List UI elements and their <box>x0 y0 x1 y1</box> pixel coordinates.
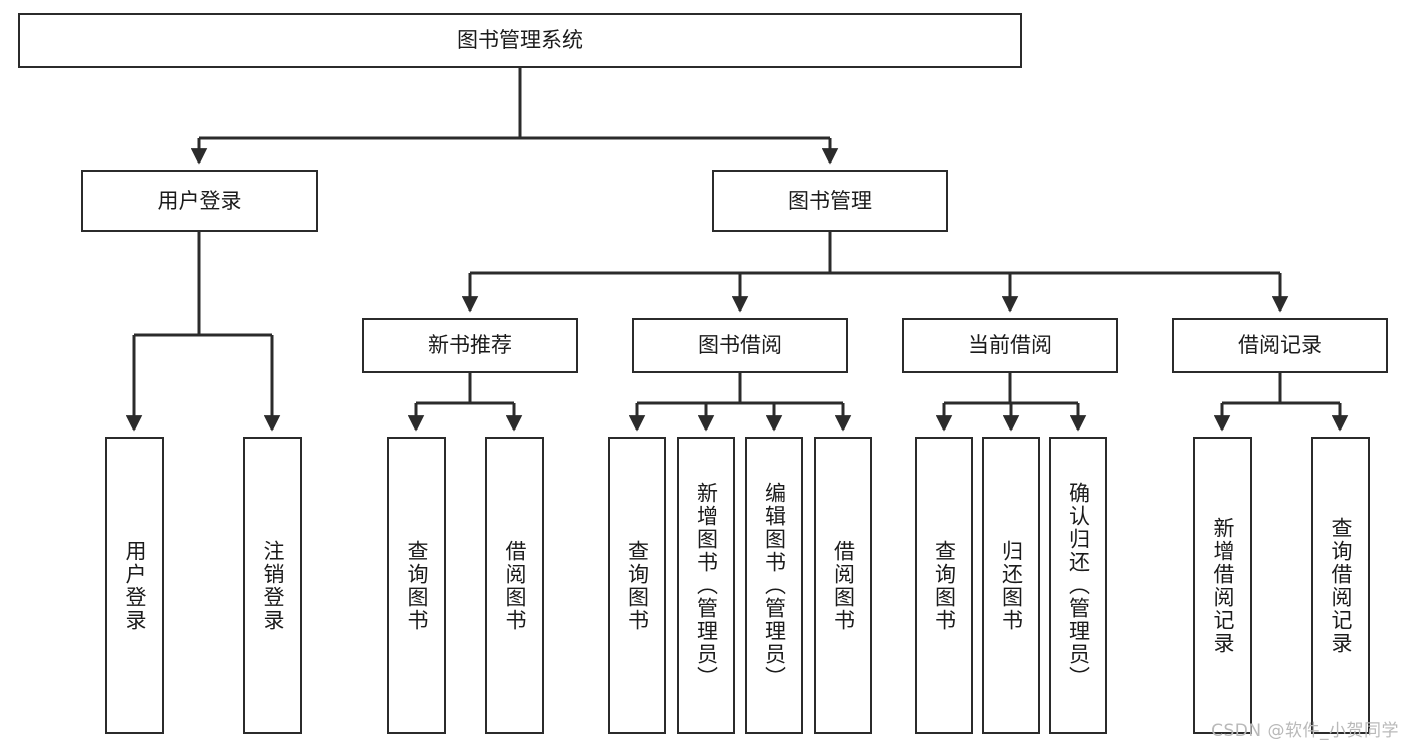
node-book-manage[interactable]: 图书管理 <box>712 170 948 232</box>
node-leaf-query-book-1[interactable]: 查询图书 <box>387 437 446 734</box>
node-leaf-query-book-1-label: 查询图书 <box>405 539 429 632</box>
node-leaf-add-book[interactable]: 新增图书（管理员） <box>677 437 735 734</box>
node-leaf-query-book-3-label: 查询图书 <box>932 539 957 632</box>
node-borrow-record-label: 借阅记录 <box>1238 333 1322 358</box>
node-leaf-borrow-book-1-label: 借阅图书 <box>503 539 527 632</box>
node-user-login[interactable]: 用户登录 <box>81 170 318 232</box>
node-leaf-add-record-label: 新增借阅记录 <box>1211 516 1235 655</box>
node-leaf-user-login[interactable]: 用户登录 <box>105 437 164 734</box>
node-current-borrow-label: 当前借阅 <box>968 333 1052 358</box>
node-new-book-recommend-label: 新书推荐 <box>428 333 512 358</box>
node-leaf-add-record[interactable]: 新增借阅记录 <box>1193 437 1252 734</box>
node-root[interactable]: 图书管理系统 <box>18 13 1022 68</box>
node-leaf-query-record[interactable]: 查询借阅记录 <box>1311 437 1370 734</box>
node-new-book-recommend[interactable]: 新书推荐 <box>362 318 578 373</box>
node-leaf-query-book-2[interactable]: 查询图书 <box>608 437 666 734</box>
node-leaf-add-book-label: 新增图书（管理员） <box>694 482 719 689</box>
node-leaf-logout-label: 注销登录 <box>261 539 285 632</box>
node-leaf-user-login-label: 用户登录 <box>123 539 147 632</box>
node-current-borrow[interactable]: 当前借阅 <box>902 318 1118 373</box>
node-leaf-return-book-label: 归还图书 <box>999 539 1024 632</box>
node-leaf-logout[interactable]: 注销登录 <box>243 437 302 734</box>
node-leaf-confirm-return[interactable]: 确认归还（管理员） <box>1049 437 1107 734</box>
node-book-borrow-label: 图书借阅 <box>698 333 782 358</box>
node-leaf-query-book-3[interactable]: 查询图书 <box>915 437 973 734</box>
node-user-login-label: 用户登录 <box>157 188 242 213</box>
node-leaf-return-book[interactable]: 归还图书 <box>982 437 1040 734</box>
node-root-label: 图书管理系统 <box>457 28 583 53</box>
node-leaf-edit-book-label: 编辑图书（管理员） <box>762 482 787 689</box>
node-leaf-confirm-return-label: 确认归还（管理员） <box>1066 482 1091 689</box>
node-book-manage-label: 图书管理 <box>788 188 872 213</box>
node-borrow-record[interactable]: 借阅记录 <box>1172 318 1388 373</box>
node-leaf-borrow-book-2-label: 借阅图书 <box>831 539 856 632</box>
node-leaf-borrow-book-2[interactable]: 借阅图书 <box>814 437 872 734</box>
csdn-watermark: CSDN @软件_小贺同学 <box>1211 721 1399 741</box>
node-leaf-borrow-book-1[interactable]: 借阅图书 <box>485 437 544 734</box>
node-book-borrow[interactable]: 图书借阅 <box>632 318 848 373</box>
node-leaf-query-book-2-label: 查询图书 <box>625 539 650 632</box>
node-leaf-query-record-label: 查询借阅记录 <box>1329 516 1353 655</box>
node-leaf-edit-book[interactable]: 编辑图书（管理员） <box>745 437 803 734</box>
